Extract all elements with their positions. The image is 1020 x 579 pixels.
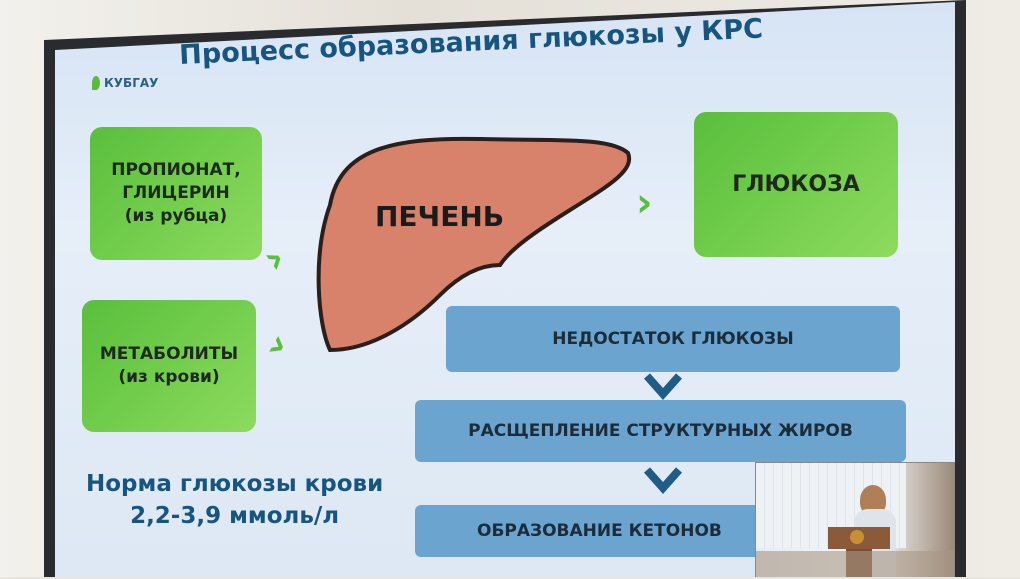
box-line: ПРОПИОНАТ, bbox=[111, 160, 241, 181]
chevron-down-icon bbox=[644, 373, 682, 401]
chevron-right-icon: › bbox=[636, 180, 653, 226]
glucose-box: ГЛЮКОЗА bbox=[694, 112, 898, 257]
box-line: (из крови) bbox=[118, 367, 220, 387]
logo: КУБГАУ bbox=[92, 76, 158, 90]
metabolites-box: МЕТАБОЛИТЫ(из крови) bbox=[82, 300, 256, 432]
glucose-norm: Норма глюкозы крови 2,2-3,9 ммоль/л bbox=[86, 468, 383, 532]
liver-shape bbox=[316, 136, 632, 353]
speaker-video-inset bbox=[755, 462, 955, 577]
chevron-right-icon: › bbox=[254, 235, 295, 283]
box-line: ГЛИЦЕРИН bbox=[122, 183, 230, 204]
leaf-icon bbox=[92, 76, 100, 90]
floor bbox=[756, 551, 954, 577]
chevron-down-icon bbox=[644, 467, 682, 495]
box-line: МЕТАБОЛИТЫ bbox=[99, 344, 239, 365]
norm-value: 2,2-3,9 ммоль/л bbox=[130, 503, 340, 530]
step-fat-breakdown: РАСЩЕПЛЕНИЕ СТРУКТУРНЫХ ЖИРОВ bbox=[415, 400, 906, 462]
emblem-icon bbox=[850, 530, 864, 544]
box-line: (из рубца) bbox=[124, 205, 228, 226]
liver-label: ПЕЧЕНЬ bbox=[375, 200, 505, 233]
norm-label: Норма глюкозы крови bbox=[86, 471, 384, 497]
propionate-box: ПРОПИОНАТ,ГЛИЦЕРИН(из рубца) bbox=[90, 127, 262, 260]
step-ketones: ОБРАЗОВАНИЕ КЕТОНОВ bbox=[415, 505, 815, 557]
chevron-right-icon: › bbox=[259, 320, 297, 370]
step-glucose-deficit: НЕДОСТАТОК ГЛЮКОЗЫ bbox=[446, 306, 900, 372]
logo-text: КУБГАУ bbox=[104, 76, 159, 90]
